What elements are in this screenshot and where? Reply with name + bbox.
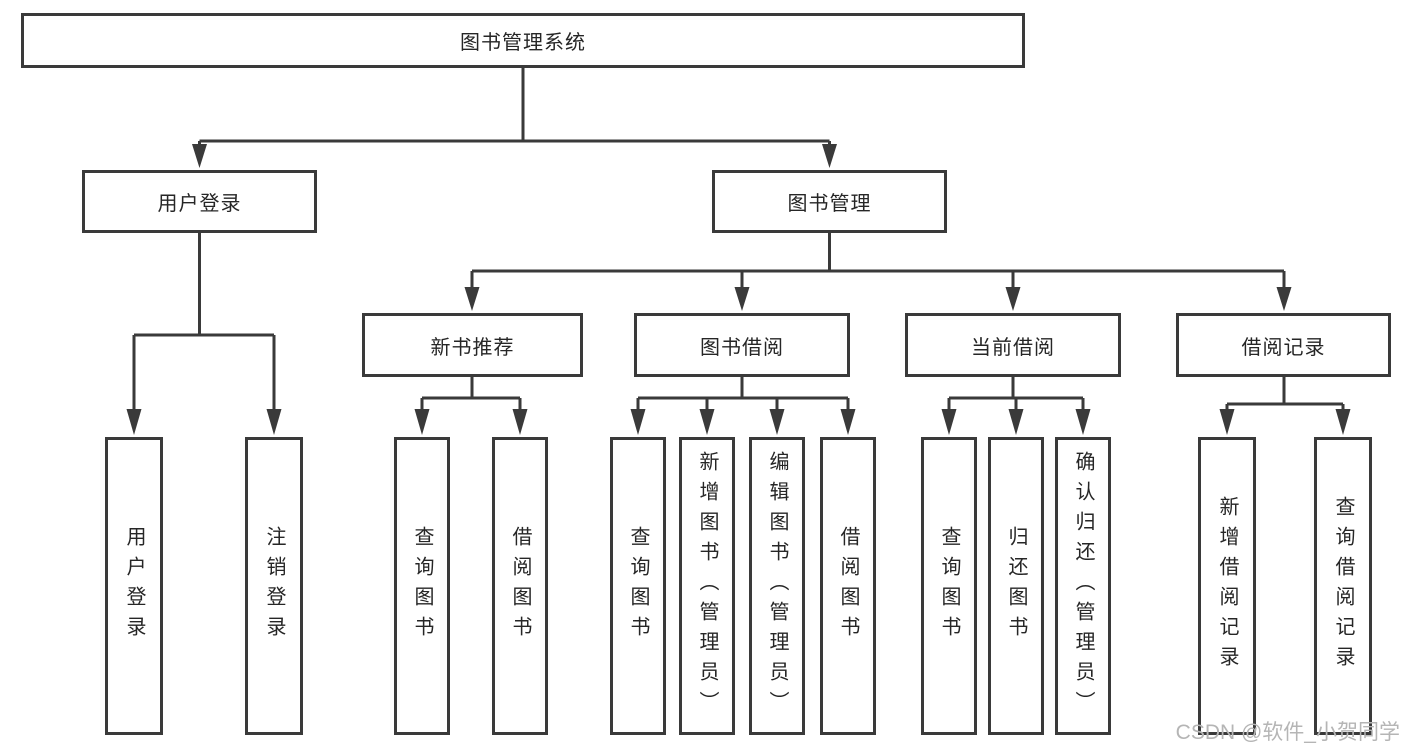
node-label: 借阅记录 [1241, 336, 1326, 359]
leaf-label: 注销登录 [263, 526, 285, 646]
leaf-return-books: 归还图书 [988, 437, 1044, 735]
leaf-label: 新增图书（管理员） [696, 451, 718, 721]
connector-records-to-leaves [1219, 377, 1351, 435]
leaf-add-books-admin: 新增图书（管理员） [679, 437, 735, 735]
leaf-query-books-borrow: 查询图书 [610, 437, 666, 735]
leaf-label: 归还图书 [1005, 526, 1027, 646]
node-label: 当前借阅 [971, 336, 1055, 359]
node-label: 图书管理系统 [460, 32, 586, 54]
connector-current-to-leaves [941, 377, 1091, 435]
node-label: 图书借阅 [700, 336, 784, 359]
leaf-logout: 注销登录 [245, 437, 303, 735]
node-book-borrow: 图书借阅 [634, 313, 850, 377]
connector-recommend-to-leaves [414, 377, 528, 435]
leaf-borrow-books: 借阅图书 [820, 437, 876, 735]
node-label: 图书管理 [787, 193, 872, 215]
node-library-management-system: 图书管理系统 [21, 13, 1025, 68]
connector-management-to-level3 [464, 233, 1292, 311]
node-user-login: 用户登录 [82, 170, 317, 233]
connector-borrow-to-leaves [630, 377, 856, 435]
leaf-label: 借阅图书 [509, 526, 531, 646]
node-label: 新书推荐 [430, 336, 515, 359]
leaf-confirm-return-admin: 确认归还（管理员） [1055, 437, 1111, 735]
connector-root-to-level2 [192, 68, 837, 168]
leaf-label: 新增借阅记录 [1216, 496, 1238, 676]
node-new-book-recommend: 新书推荐 [362, 313, 583, 377]
node-label: 用户登录 [157, 193, 242, 215]
leaf-add-borrow-record: 新增借阅记录 [1198, 437, 1256, 735]
leaf-query-books-recommend: 查询图书 [394, 437, 450, 735]
csdn-watermark: CSDN @软件_小贺同学 [1175, 721, 1400, 744]
leaf-label: 查询图书 [938, 526, 960, 646]
node-borrow-records: 借阅记录 [1176, 313, 1391, 377]
leaf-label: 编辑图书（管理员） [766, 451, 788, 721]
leaf-edit-books-admin: 编辑图书（管理员） [749, 437, 805, 735]
leaf-label: 查询图书 [627, 526, 649, 646]
leaf-query-borrow-record: 查询借阅记录 [1314, 437, 1372, 735]
connector-login-to-leaves [126, 233, 282, 435]
node-current-borrow: 当前借阅 [905, 313, 1121, 377]
leaf-label: 查询图书 [411, 526, 433, 646]
leaf-query-books-current: 查询图书 [921, 437, 977, 735]
leaf-user-login: 用户登录 [105, 437, 163, 735]
leaf-label: 借阅图书 [837, 526, 859, 646]
leaf-borrow-books-recommend: 借阅图书 [492, 437, 548, 735]
leaf-label: 用户登录 [123, 526, 145, 646]
leaf-label: 查询借阅记录 [1332, 496, 1354, 676]
leaf-label: 确认归还（管理员） [1072, 451, 1094, 721]
node-book-management: 图书管理 [712, 170, 947, 233]
